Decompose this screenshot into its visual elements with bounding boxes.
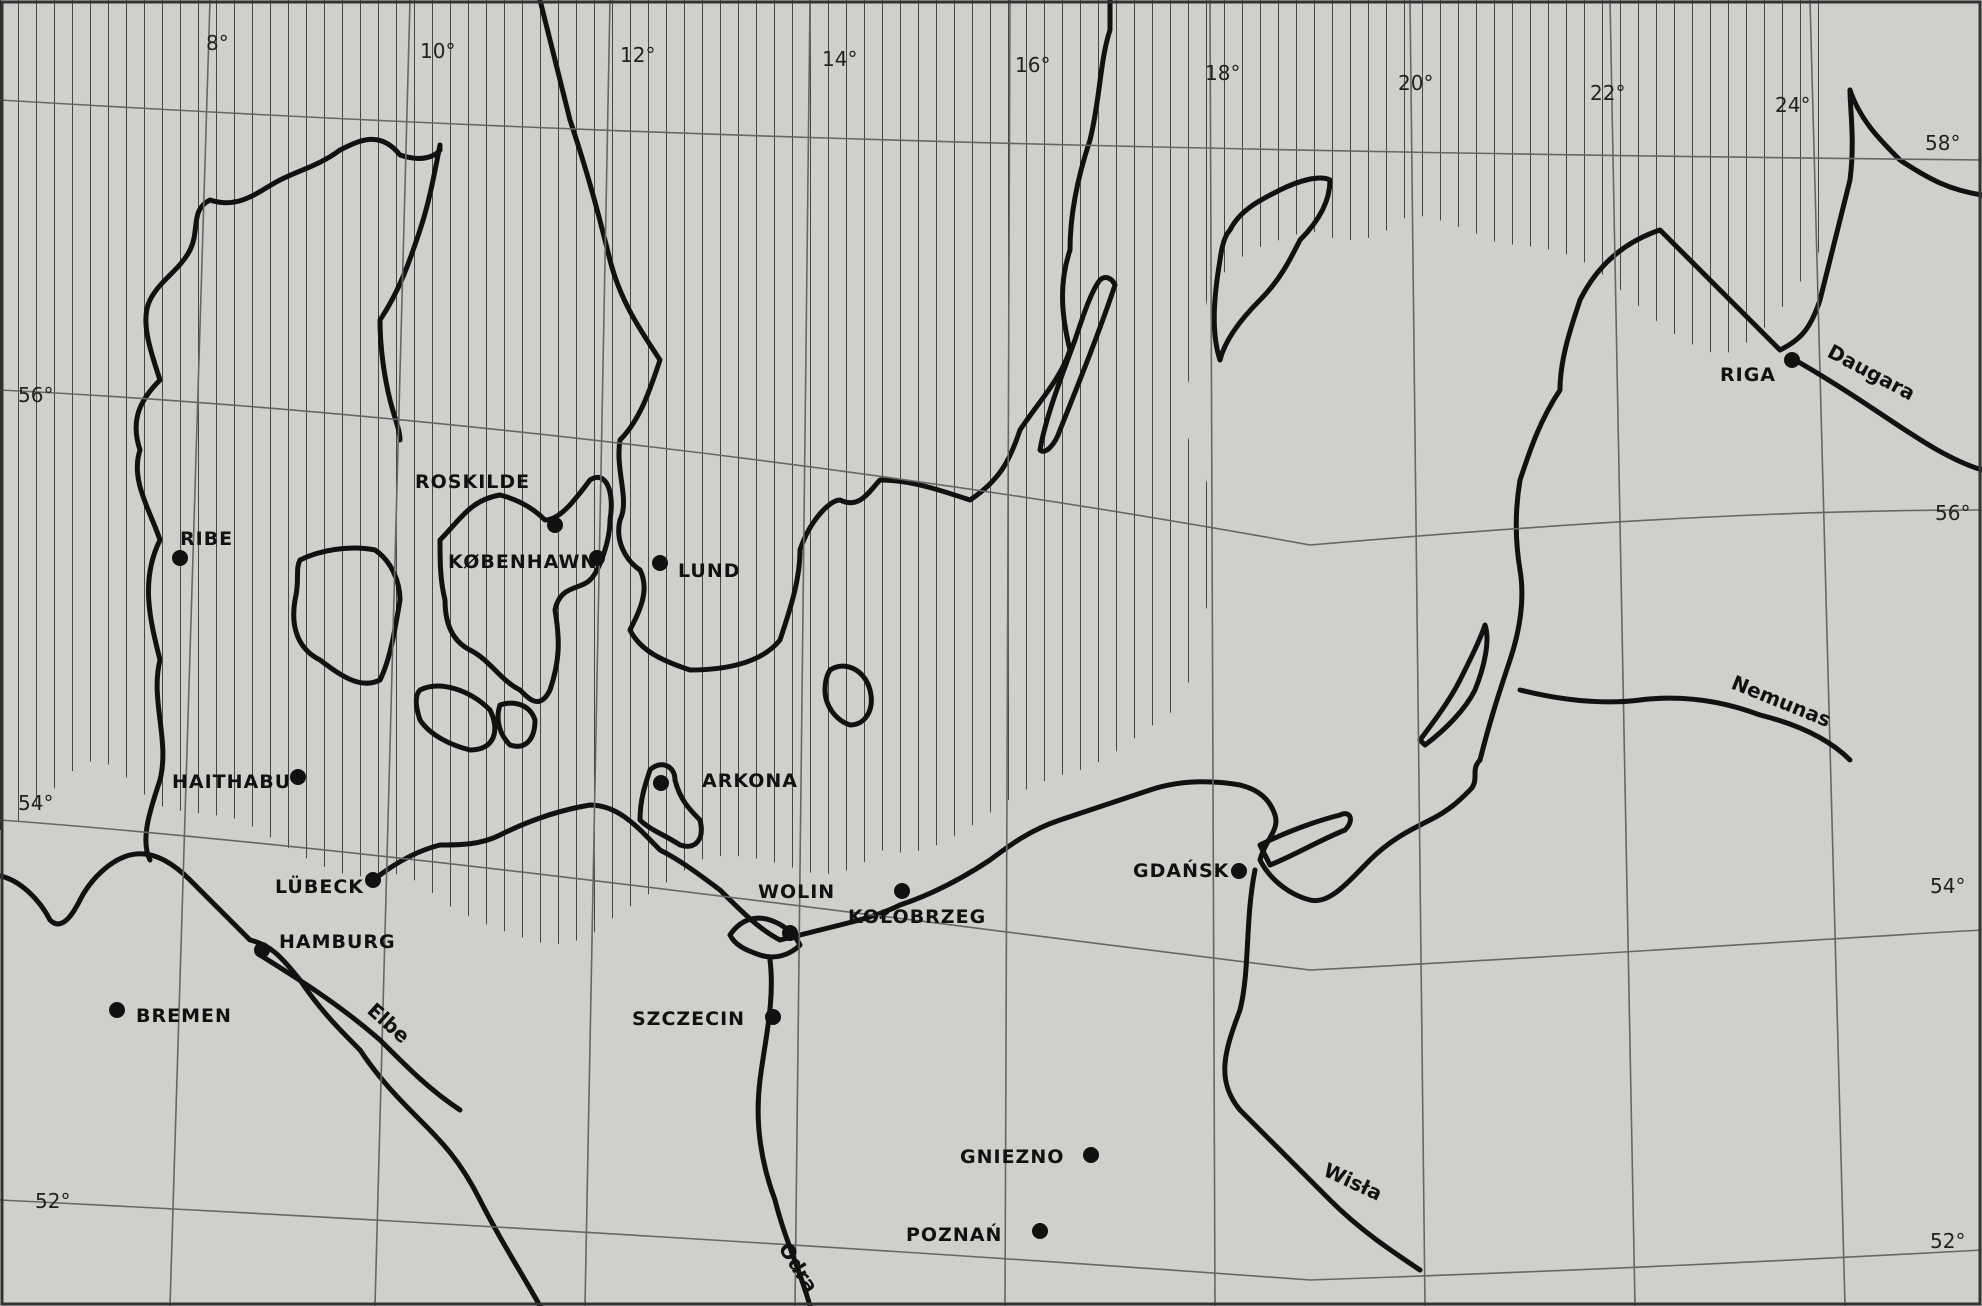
city-label: ROSKILDE — [415, 471, 530, 493]
jutland-outline — [133, 136, 443, 863]
falster-island — [495, 700, 538, 749]
daugava-river — [1792, 357, 1982, 473]
latitude-label-right: 52° — [1930, 1229, 1965, 1253]
longitude-label: 20° — [1398, 71, 1433, 95]
latitude-labels: 56° 54° 52° 58° 56° 54° 52° — [18, 131, 1970, 1253]
city-marker — [653, 775, 669, 791]
city-label: ARKONA — [702, 770, 798, 792]
city-marker — [765, 1009, 781, 1025]
city-roskilde: ROSKILDE — [415, 471, 563, 533]
city-marker — [894, 883, 910, 899]
elbe-river — [257, 952, 463, 1113]
riga-gulf — [1847, 87, 1982, 198]
city-marker — [172, 550, 188, 566]
city-poznan: POZNAŃ — [906, 1223, 1048, 1246]
wisla-river — [1222, 867, 1423, 1273]
rugen-island — [637, 762, 704, 849]
longitude-labels: 8° 10° 12° 14° 16° 18° 20° 22° 24° — [206, 31, 1810, 117]
longitude-label: 10° — [420, 39, 455, 63]
city-marker — [652, 555, 668, 571]
city-bremen: BREMEN — [109, 1002, 232, 1027]
latitude-label-left: 52° — [35, 1189, 70, 1213]
city-label: KOŁOBRZEG — [848, 906, 986, 928]
rivers — [257, 357, 1982, 1306]
city-label: BREMEN — [136, 1005, 232, 1027]
longitude-label: 12° — [620, 43, 655, 67]
city-lund: LUND — [652, 555, 741, 582]
longitude-label: 16° — [1015, 53, 1050, 77]
city-label: HAITHABU — [172, 771, 291, 793]
latitude-label-right: 56° — [1935, 501, 1970, 525]
city-szczecin: SZCZECIN — [632, 1008, 781, 1030]
city-label: SZCZECIN — [632, 1008, 745, 1030]
city-ribe: RIBE — [172, 528, 233, 566]
city-arkona: ARKONA — [653, 770, 798, 792]
latitude-label-left: 54° — [18, 791, 53, 815]
latitude-label-right: 58° — [1925, 131, 1960, 155]
zealand-island — [437, 475, 614, 704]
lolland-island — [413, 683, 498, 753]
city-haithabu: HAITHABU — [172, 769, 306, 793]
southern-coast — [377, 757, 1483, 943]
city-label: WOLIN — [758, 881, 835, 903]
nemunas-river — [1517, 687, 1853, 763]
city-label: GNIEZNO — [960, 1146, 1064, 1168]
city-gniezno: GNIEZNO — [960, 1146, 1099, 1168]
longitude-label: 8° — [206, 31, 229, 55]
longitude-label: 24° — [1775, 93, 1810, 117]
city-marker — [109, 1002, 125, 1018]
longitude-label: 22° — [1590, 81, 1625, 105]
longitude-label: 18° — [1205, 61, 1240, 85]
city-marker — [290, 769, 306, 785]
city-label: LÜBECK — [275, 874, 364, 898]
city-label: RIBE — [180, 528, 233, 550]
latitude-label-right: 54° — [1930, 874, 1965, 898]
longitude-label: 14° — [822, 47, 857, 71]
vistula-spit — [1257, 811, 1353, 868]
city-gdansk: GDAŃSK — [1133, 859, 1247, 882]
funen-island — [291, 545, 403, 686]
city-marker — [589, 550, 605, 566]
city-lubeck: LÜBECK — [275, 872, 381, 898]
city-marker — [365, 872, 381, 888]
city-marker — [782, 925, 798, 941]
city-hamburg: HAMBURG — [254, 931, 396, 958]
city-riga: RIGA — [1720, 352, 1800, 386]
city-label: POZNAŃ — [906, 1223, 1002, 1246]
city-label: KØBENHAWN — [448, 551, 597, 573]
sweden-coast — [537, 0, 1113, 673]
oland-island — [1037, 275, 1118, 454]
cities: ROSKILDE KØBENHAWN LUND RIBE HAITHABU AR… — [109, 352, 1800, 1246]
baltic-states-coast — [1477, 87, 1855, 763]
city-label: HAMBURG — [279, 931, 396, 953]
city-marker — [1032, 1223, 1048, 1239]
city-label: GDAŃSK — [1133, 859, 1230, 882]
city-wolin: WOLIN — [758, 881, 835, 941]
szczecin-lagoon — [727, 915, 803, 960]
city-marker — [1784, 352, 1800, 368]
latitude-label-left: 56° — [18, 383, 53, 407]
bornholm-island — [822, 663, 874, 728]
city-marker — [547, 517, 563, 533]
city-kolobrzeg: KOŁOBRZEG — [848, 883, 986, 928]
city-marker — [1083, 1147, 1099, 1163]
city-marker — [254, 942, 270, 958]
city-marker — [1231, 863, 1247, 879]
city-label: LUND — [678, 560, 741, 582]
city-kobenhavn: KØBENHAWN — [448, 550, 605, 573]
gotland-island — [1211, 175, 1333, 363]
sea-area — [0, 0, 1830, 944]
city-label: RIGA — [1720, 364, 1776, 386]
curonian-spit — [1417, 622, 1490, 748]
